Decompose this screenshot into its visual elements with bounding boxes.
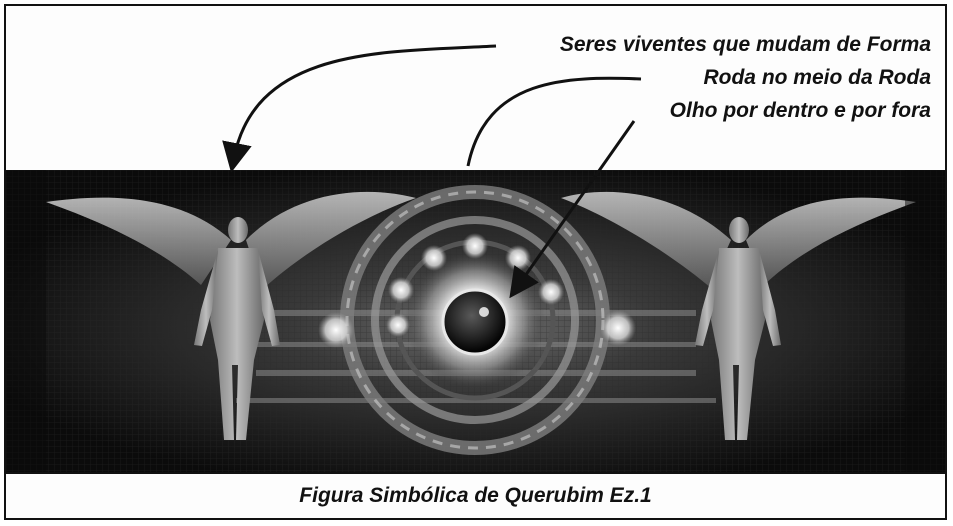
cherub-illustration — [6, 170, 945, 472]
annotation-area: Seres viventes que mudam de Forma Roda n… — [6, 6, 945, 170]
annotation-living-beings: Seres viventes que mudam de Forma — [559, 33, 931, 56]
annotation-arrows — [222, 44, 642, 299]
left-cherub — [46, 191, 416, 440]
annotation-lines: Seres viventes que mudam de Forma Roda n… — [560, 28, 931, 127]
arrow-to-left-cherub — [222, 44, 497, 173]
central-eye — [441, 288, 509, 356]
line-to-wheel — [466, 76, 642, 167]
right-cherub — [561, 191, 916, 440]
annotation-eye: Olho por dentro e por fora — [669, 99, 931, 122]
wheel-eyes — [318, 233, 636, 348]
annotation-wheel: Roda no meio da Roda — [703, 66, 931, 89]
cherub-artwork — [6, 170, 945, 472]
arrow-to-eye — [509, 120, 636, 299]
figure-frame: Seres viventes que mudam de Forma Roda n… — [4, 4, 947, 520]
figure-caption: Figura Simbólica de Querubim Ez.1 — [6, 472, 945, 518]
